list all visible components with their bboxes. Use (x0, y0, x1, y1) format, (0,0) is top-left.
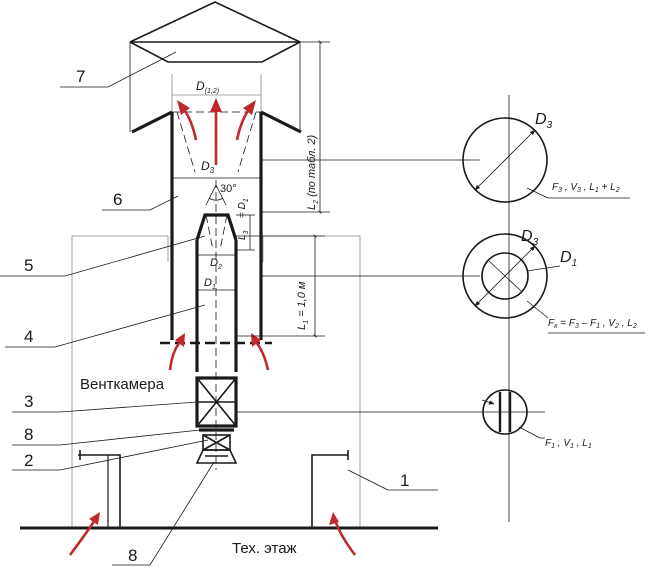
section-top-formula: F3 , V3 , L1 + L2 (552, 182, 620, 195)
room-labels: Венткамера Тех. этаж 30° (80, 183, 297, 557)
callout-2: 2 (24, 451, 33, 470)
projection-lines (236, 95, 545, 522)
callout-5: 5 (24, 256, 33, 275)
inner-duct (195, 180, 238, 470)
dim-l1: L1 = 1,0 м (296, 281, 310, 330)
callout-4: 4 (24, 327, 33, 346)
callout-7: 7 (76, 67, 85, 86)
callout-numbers: 7 6 5 4 3 8 2 1 8 (24, 67, 409, 565)
leader-lines (0, 51, 561, 566)
dim-d2: D2 (210, 257, 222, 271)
callout-3: 3 (24, 392, 33, 411)
dim-d1: D1 (204, 277, 216, 291)
section-bottom (481, 389, 528, 435)
angle-label: 30° (220, 183, 237, 195)
dim-d1-cone: = D1 (237, 198, 250, 218)
diffuser-lines (171, 74, 262, 173)
callout-1: 1 (400, 471, 409, 490)
supports (78, 450, 349, 528)
callout-8-top: 8 (24, 425, 33, 444)
section-middle-outer: D3 (521, 228, 539, 248)
ventkamera-label: Венткамера (80, 376, 165, 393)
section-bottom-formula: F1 , V1 , L1 (545, 438, 592, 451)
tech-floor-label: Тех. этаж (232, 540, 297, 557)
dimension-lines (236, 40, 330, 338)
section-labels: D3 D3 D1 F3 , V3 , L1 + L2 Fк = F3 – F1 … (521, 111, 645, 451)
cap-umbrella (129, 1, 301, 132)
fan-box (195, 376, 238, 428)
callout-6: 6 (113, 190, 122, 209)
section-top (462, 117, 548, 203)
damper-inlet (195, 428, 238, 464)
dim-d12: D(1,2) (196, 79, 219, 95)
airflow-arrows (68, 98, 357, 556)
dimension-labels: D(1,2) D3 D2 D1 = D1 L3 L1 = 1,0 м L2 (п… (196, 79, 320, 330)
top-flanges (131, 110, 302, 134)
dim-l3: L3 (237, 230, 250, 240)
callout-8-bottom: 8 (128, 546, 137, 565)
section-top-diameter: D3 (535, 111, 553, 131)
dim-d3-shaft: D3 (201, 159, 215, 175)
section-middle-inner: D1 (560, 249, 577, 269)
section-middle (462, 233, 548, 319)
section-middle-formula: Fк = F3 – F1 , V2 , L2 (548, 318, 637, 331)
dim-l2: L2 (по табл. 2) (306, 134, 320, 210)
